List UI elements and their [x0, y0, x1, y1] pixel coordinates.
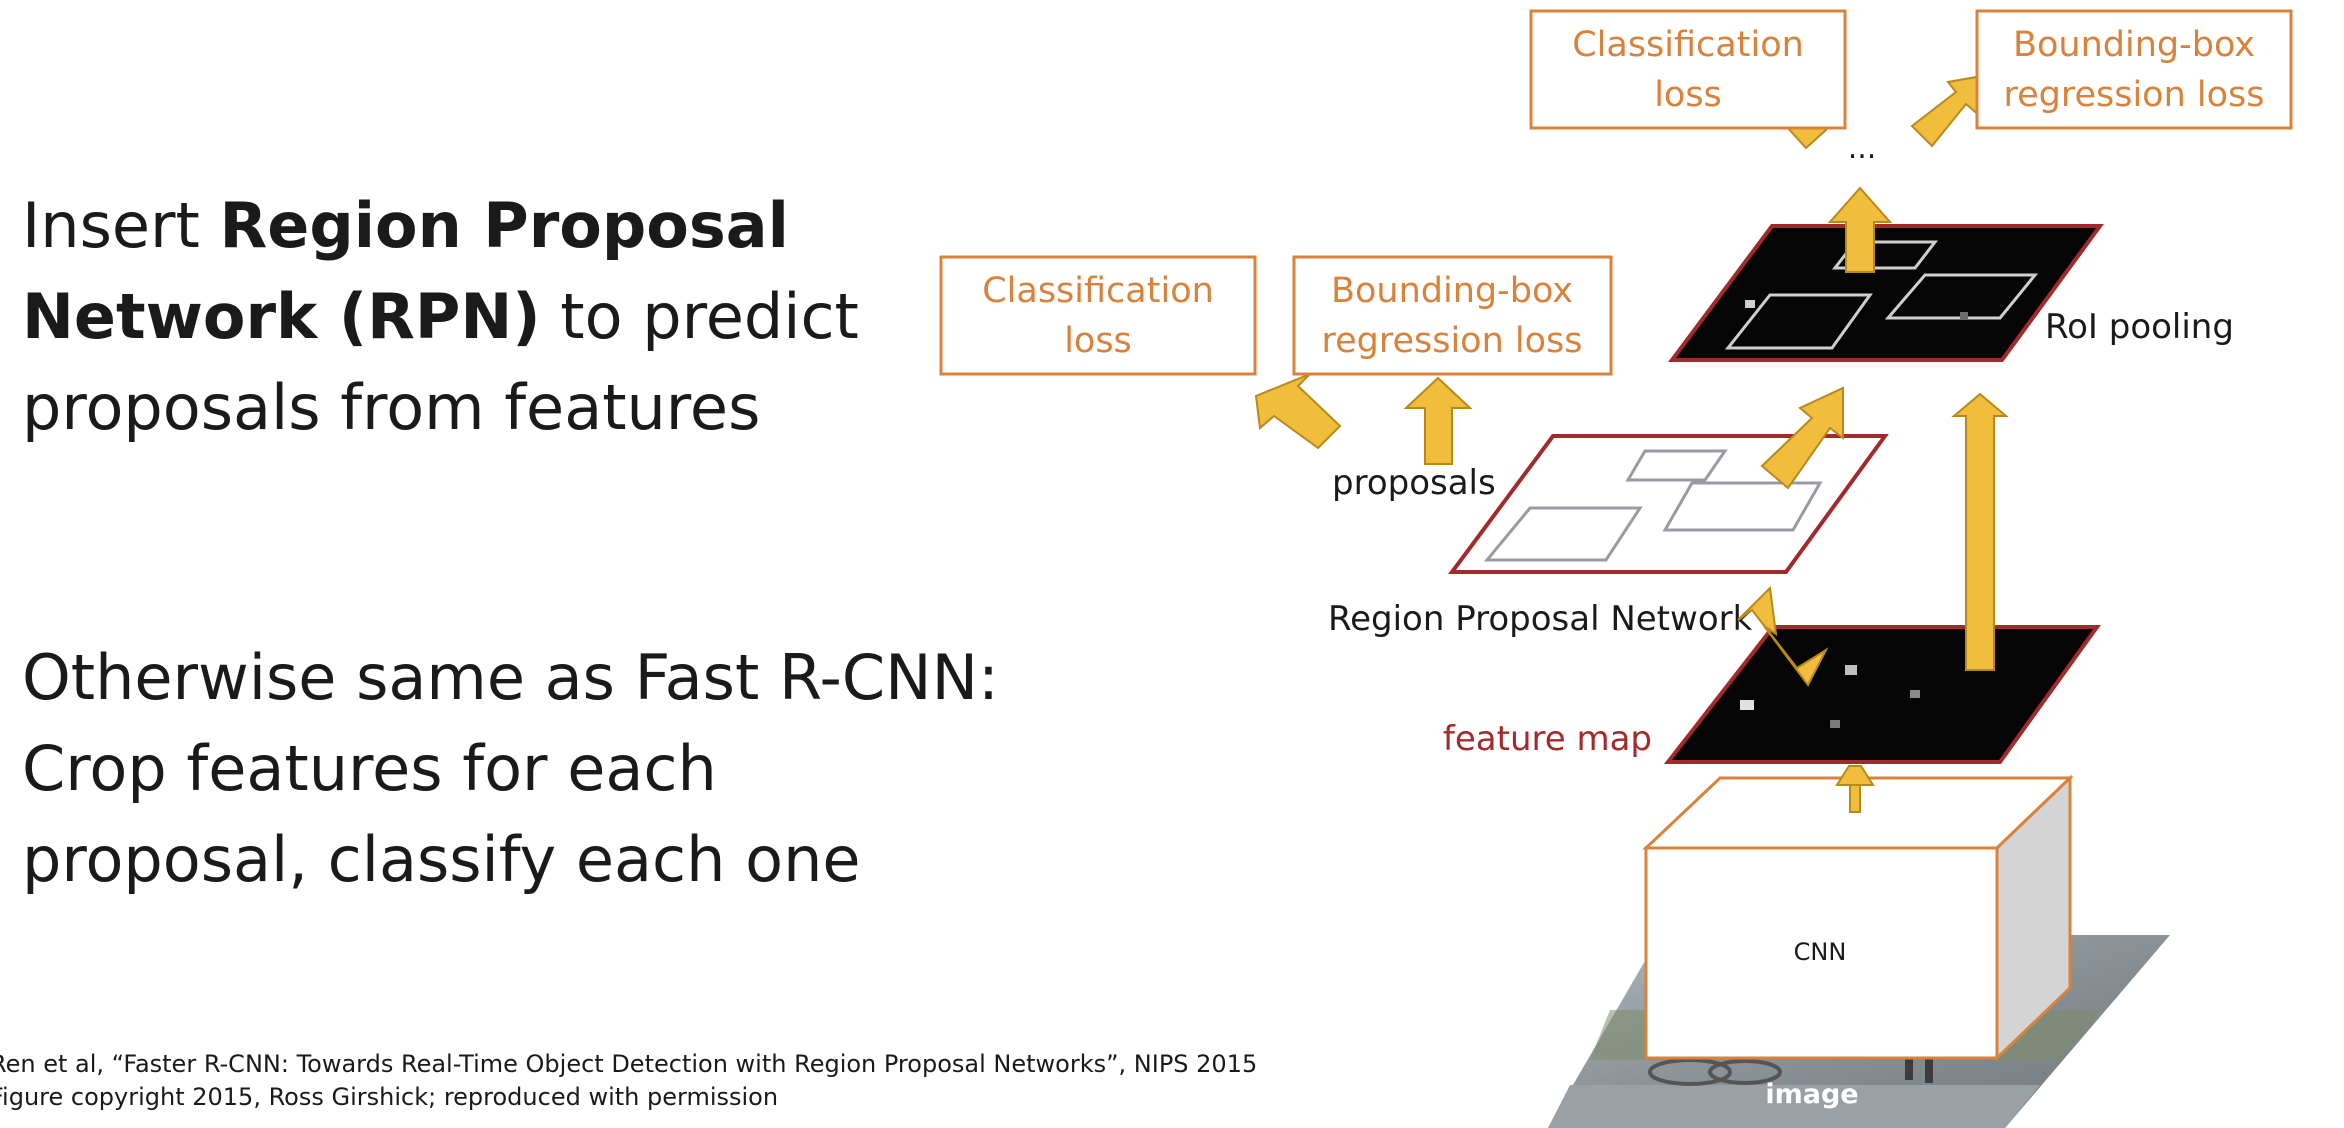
classification-loss-line2: loss — [1654, 75, 1722, 115]
feature-map — [1663, 625, 2101, 764]
arrow-feature-to-rpn — [1737, 585, 1829, 687]
bbox-loss-box — [1975, 9, 2293, 130]
arrow-roi-up — [1827, 186, 1893, 273]
arrow-proposals-to-roi — [1760, 386, 1844, 490]
bullet-fast-rcnn-line2: Crop features for each — [22, 732, 717, 805]
rpn-bbox-loss-box — [1292, 255, 1613, 376]
classification-loss-line1: Classification — [1572, 25, 1804, 65]
bbox-loss-line2: regression loss — [2003, 75, 2264, 115]
rpn-label: Region Proposal Network — [1328, 599, 1753, 639]
roi-pooling-label: RoI pooling — [2045, 307, 2234, 347]
bullet-fast-rcnn: Otherwise same as Fast R-CNN: Crop featu… — [22, 632, 1022, 905]
bbox-loss-line1: Bounding-box — [2013, 25, 2255, 65]
proposals-label: proposals — [1332, 463, 1496, 503]
rpn-classification-loss-line2: loss — [1064, 321, 1132, 361]
rpn-bbox-loss-line2: regression loss — [1321, 321, 1582, 361]
bullet-fast-rcnn-line3: proposal, classify each one — [22, 823, 861, 896]
citation-line-1: Ren et al, “Faster R-CNN: Towards Real-T… — [0, 1050, 1258, 1078]
rpn-classification-loss-box — [939, 255, 1257, 376]
proposals-plane — [1448, 434, 1889, 574]
bullet-rpn-bold: Region Proposal Network (RPN) — [22, 189, 789, 353]
ellipsis-label: ... — [1848, 131, 1877, 166]
cnn-label: CNN — [1794, 938, 1847, 966]
bullet-rpn-post: to predict proposals from features — [22, 280, 859, 444]
classification-loss-box — [1529, 9, 1847, 130]
bullet-rpn-pre: Insert — [22, 189, 220, 262]
rpn-classification-loss-line1: Classification — [982, 271, 1214, 311]
arrow-roi-to-bbox — [1910, 74, 1984, 148]
bullet-rpn: Insert Region Proposal Network (RPN) to … — [22, 180, 922, 453]
cnn-block — [1642, 774, 2074, 1062]
citation-line-2: Figure copyright 2015, Ross Girshick; re… — [0, 1083, 779, 1111]
arrow-proposals-to-cls — [1254, 373, 1342, 450]
feature-map-label: feature map — [1443, 719, 1652, 759]
arrow-cnn-to-feature-stem — [1835, 765, 1875, 813]
roi-pooling-plane — [1668, 224, 2104, 362]
arrow-feature-to-roi — [1951, 392, 2009, 671]
image-label: image — [1765, 1079, 1858, 1110]
bullet-fast-rcnn-line1: Otherwise same as Fast R-CNN: — [22, 641, 999, 714]
rpn-bbox-loss-line1: Bounding-box — [1331, 271, 1573, 311]
arrow-proposals-to-bbox — [1403, 376, 1473, 465]
